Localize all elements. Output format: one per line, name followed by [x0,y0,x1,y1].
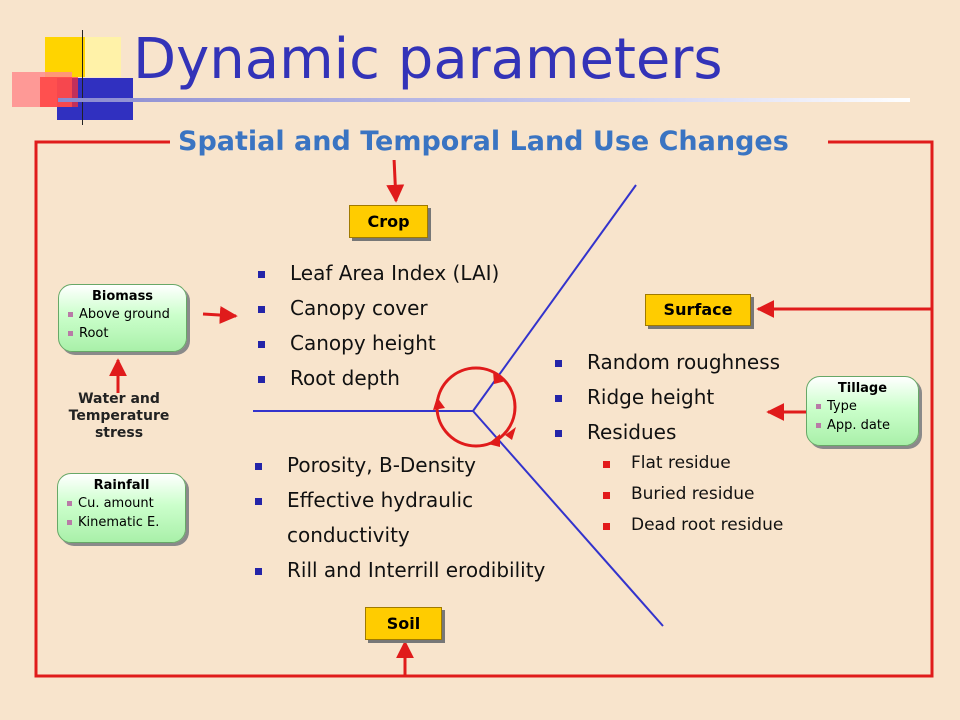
cycle-arrowhead-right [505,427,516,440]
surface-soil-divider [472,410,664,627]
rainfall-items: Cu. amount Kinematic E. [58,494,185,532]
crop-parameter-list: Leaf Area Index (LAI) Canopy cover Canop… [254,256,499,396]
tillage-items: Type App. date [807,397,918,435]
list-item: Random roughness [551,345,780,380]
list-item: Type [816,397,918,416]
logo-vertical-line [82,30,83,125]
rainfall-box: Rainfall Cu. amount Kinematic E. [57,473,186,543]
list-item: Dead root residue [601,510,783,541]
surface-parameter-list: Random roughness Ridge height Residues [551,345,780,450]
list-item: Root [68,324,186,343]
cycle-arrowhead-left [433,397,445,410]
logo-red-square [40,77,78,107]
crop-label: Crop [349,205,428,238]
biomass-title: Biomass [91,289,154,304]
list-item: App. date [816,416,918,435]
list-item: Canopy height [254,326,499,361]
biomass-items: Above ground Root [59,305,186,343]
frame-outline [34,140,934,678]
arrow-biomass-to-crop [202,306,238,325]
list-item: Canopy cover [254,291,499,326]
biomass-box: Biomass Above ground Root [58,284,187,352]
water-temperature-stress-label: Water and Temperature stress [68,391,170,441]
list-item: Porosity, B-Density [251,448,545,483]
crop-surface-divider [472,184,637,412]
soil-parameter-list: Porosity, B-Density Effective hydraulic … [251,448,545,588]
tillage-box: Tillage Type App. date [806,376,919,446]
tillage-title: Tillage [837,381,888,396]
list-item: Buried residue [601,479,783,510]
soil-label: Soil [365,607,442,640]
list-item: Above ground [68,305,186,324]
list-item: Residues [551,415,780,450]
surface-label: Surface [645,294,751,326]
arrow-to-crop [386,157,405,203]
list-item: Ridge height [551,380,780,415]
logo-pale-square [85,37,121,77]
list-item: Cu. amount [67,494,185,513]
subtitle-banner: Spatial and Temporal Land Use Changes [172,124,795,160]
page-title: Dynamic parameters [133,27,723,92]
list-item: Effective hydraulic [251,483,545,518]
list-item: Rill and Interrill erodibility [251,553,545,588]
cycle-arrowhead-top [493,371,506,384]
list-item: conductivity [287,523,410,547]
cycle-arrowhead-bottom [488,434,500,447]
rainfall-title: Rainfall [93,478,150,493]
residue-type-list: Flat residue Buried residue Dead root re… [601,448,783,541]
list-item: Root depth [254,361,499,396]
list-item: Flat residue [601,448,783,479]
title-underline [58,98,910,102]
list-item: Kinematic E. [67,513,185,532]
list-item: Leaf Area Index (LAI) [254,256,499,291]
logo-yellow-square [45,37,85,77]
